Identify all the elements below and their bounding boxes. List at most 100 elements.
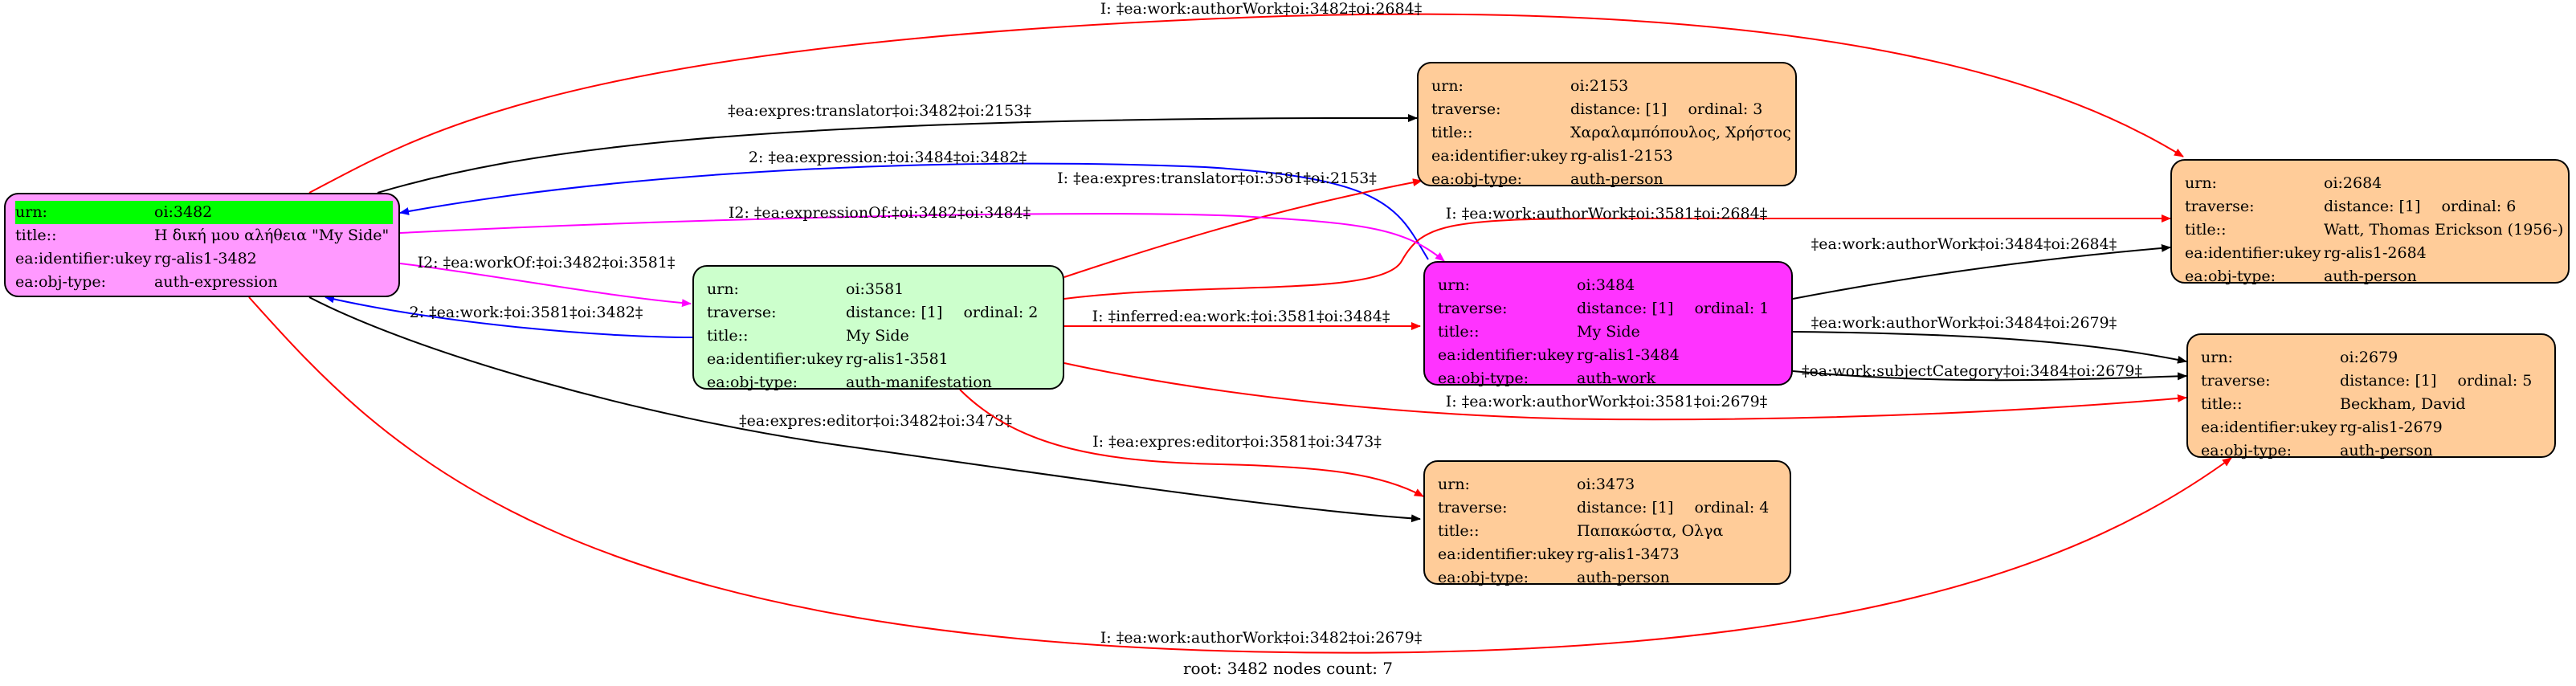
node-2153-title-row: title:: Χαραλαμπόπουλος, Χρήστος: [1431, 121, 1791, 145]
type-key: ea:obj-type:: [1438, 370, 1529, 387]
type-value: auth-person: [1577, 569, 1670, 586]
node-2679-ukey-row: ea:identifier:ukey rg-alis1-2679: [2201, 416, 2543, 439]
type-key: ea:obj-type:: [707, 374, 798, 391]
node-3482-title-row: title:: Η δική μου αλήθεια "My Side": [15, 224, 390, 247]
node-3581-title-row: title:: My Side: [707, 325, 1051, 348]
node-3484[interactable]: urn: oi:3484 traverse: distance: [1] ord…: [1423, 261, 1793, 387]
urn-key: urn:: [1438, 276, 1470, 294]
node-2679-traverse-row: traverse: distance: [1] ordinal: 5: [2201, 370, 2543, 393]
node-3473-ukey-row: ea:identifier:ukey rg-alis1-3473: [1438, 543, 1778, 566]
title-value: Η δική μου αλήθεια "My Side": [154, 227, 390, 244]
node-2684-traverse-row: traverse: distance: [1] ordinal: 6: [2185, 195, 2557, 218]
ukey-key: ea:identifier:ukey: [15, 250, 152, 267]
node-2684-title-row: title:: Watt, Thomas Erickson (1956-): [2185, 218, 2563, 242]
urn-key: urn:: [2185, 174, 2217, 192]
distance-value: distance: [1]: [1577, 300, 1674, 317]
node-3473-title-row: title:: Παπακώστα, Ολγα: [1438, 520, 1778, 543]
edge-3484-2679-author: [1792, 331, 2187, 364]
title-value: My Side: [846, 327, 909, 345]
ordinal-value: ordinal: 4: [1694, 499, 1770, 517]
title-key: title::: [1431, 124, 1473, 141]
edge-label-3484-2679-author: ‡ea:work:authorWork‡oi:3484‡oi:2679‡: [1811, 314, 2117, 332]
distance-value: distance: [1]: [2324, 198, 2421, 215]
title-value: Watt, Thomas Erickson (1956-): [2324, 221, 2564, 239]
title-key: title::: [15, 227, 57, 244]
ukey-key: ea:identifier:ukey: [1438, 346, 1574, 364]
node-2153-urn-row: urn: oi:2153: [1431, 75, 1784, 98]
distance-value: distance: [1]: [1577, 499, 1674, 517]
node-3484-ukey-row: ea:identifier:ukey rg-alis1-3484: [1438, 344, 1780, 367]
node-3484-title-row: title:: My Side: [1438, 321, 1780, 344]
traverse-key: traverse:: [1438, 300, 1508, 317]
edge-label-3581-2679: I: ‡ea:work:authorWork‡oi:3581‡oi:2679‡: [1446, 393, 1767, 410]
type-value: auth-person: [2324, 267, 2417, 285]
title-key: title::: [707, 327, 749, 345]
urn-key: urn:: [2201, 349, 2233, 366]
edge-label-3581-3484: I: ‡inferred:ea:work:‡oi:3581‡oi:3484‡: [1092, 308, 1390, 325]
title-key: title::: [1438, 522, 1480, 540]
type-value: auth-work: [1577, 370, 1656, 387]
ordinal-value: ordinal: 3: [1688, 100, 1763, 118]
title-key: title::: [1438, 323, 1480, 341]
graph-footer: root: 3482 nodes count: 7: [1182, 659, 1394, 678]
ukey-value: rg-alis1-2153: [1570, 147, 1673, 165]
traverse-key: traverse:: [1438, 499, 1508, 517]
node-3581-ukey-row: ea:identifier:ukey rg-alis1-3581: [707, 348, 1051, 371]
title-key: title::: [2185, 221, 2227, 239]
type-key: ea:obj-type:: [2185, 267, 2276, 285]
ukey-value: rg-alis1-3581: [846, 350, 949, 368]
title-value: Παπακώστα, Ολγα: [1577, 522, 1724, 540]
traverse-key: traverse:: [2185, 198, 2255, 215]
node-3581[interactable]: urn: oi:3581 traverse: distance: [1] ord…: [692, 265, 1064, 391]
node-2153[interactable]: urn: oi:2153 traverse: distance: [1] ord…: [1417, 62, 1797, 188]
urn-key: urn:: [1431, 77, 1464, 95]
edge-3581-3482: [325, 295, 693, 338]
type-value: auth-manifestation: [846, 374, 992, 391]
title-value: Beckham, David: [2340, 395, 2466, 413]
type-key: ea:obj-type:: [15, 273, 107, 291]
ukey-key: ea:identifier:ukey: [1438, 545, 1574, 563]
node-3482-ukey-row: ea:identifier:ukey rg-alis1-3482: [15, 247, 390, 271]
node-3484-urn-row: urn: oi:3484: [1438, 274, 1780, 297]
node-2684-ukey-row: ea:identifier:ukey rg-alis1-2684: [2185, 242, 2557, 265]
edge-label-3482-3484: I2: ‡ea:expressionOf:‡oi:3482‡oi:3484‡: [729, 204, 1031, 222]
edge-label-3484-2684: ‡ea:work:authorWork‡oi:3484‡oi:2684‡: [1811, 235, 2117, 253]
urn-value: oi:3581: [846, 280, 904, 298]
node-2679-type-row: ea:obj-type: auth-person: [2201, 439, 2543, 463]
node-3581-traverse-row: traverse: distance: [1] ordinal: 2: [707, 301, 1051, 325]
node-3581-urn-row: urn: oi:3581: [707, 278, 1051, 301]
node-3473-traverse-row: traverse: distance: [1] ordinal: 4: [1438, 496, 1778, 520]
type-value: auth-person: [2340, 442, 2433, 459]
urn-value: oi:2679: [2340, 349, 2398, 366]
edge-3484-3482: [399, 162, 1429, 260]
urn-value: oi:2684: [2324, 174, 2382, 192]
edge-label-3484-3482: 2: ‡ea:expression:‡oi:3484‡oi:3482‡: [749, 149, 1027, 166]
edge-3482-3581: [399, 263, 692, 308]
edge-label-3581-3473: I: ‡ea:expres:editor‡oi:3581‡oi:3473‡: [1092, 433, 1382, 451]
ukey-value: rg-alis1-2684: [2324, 244, 2427, 262]
edge-label-3482-2684: I: ‡ea:work:authorWork‡oi:3482‡oi:2684‡: [1100, 0, 1422, 18]
type-key: ea:obj-type:: [1431, 170, 1523, 188]
title-value: Χαραλαμπόπουλος, Χρήστος: [1570, 124, 1791, 141]
ukey-value: rg-alis1-3484: [1577, 346, 1680, 364]
urn-key: urn:: [707, 280, 739, 298]
urn-key: urn:: [1438, 476, 1470, 493]
urn-value: oi:3482: [154, 203, 213, 221]
edge-label-3482-3581: I2: ‡ea:workOf:‡oi:3482‡oi:3581‡: [418, 254, 676, 272]
edge-label-3482-2679: I: ‡ea:work:authorWork‡oi:3482‡oi:2679‡: [1100, 629, 1422, 647]
type-value: auth-expression: [154, 273, 278, 291]
edge-3484-2684: [1792, 243, 2171, 300]
edge-3482-3484: [399, 213, 1445, 262]
ukey-value: rg-alis1-2679: [2340, 419, 2443, 436]
node-3482-type-row: ea:obj-type: auth-expression: [15, 271, 390, 294]
node-3482[interactable]: urn: oi:3482 title:: Η δική μου αλήθεια …: [4, 193, 400, 297]
title-key: title::: [2201, 395, 2243, 413]
ukey-value: rg-alis1-3482: [154, 250, 257, 267]
node-2679[interactable]: urn: oi:2679 traverse: distance: [1] ord…: [2186, 333, 2556, 459]
node-3473[interactable]: urn: oi:3473 traverse: distance: [1] ord…: [1423, 460, 1791, 586]
node-3473-type-row: ea:obj-type: auth-person: [1438, 566, 1778, 590]
node-2684[interactable]: urn: oi:2684 traverse: distance: [1] ord…: [2170, 159, 2570, 285]
node-2679-urn-row: urn: oi:2679: [2201, 346, 2543, 370]
node-3484-traverse-row: traverse: distance: [1] ordinal: 1: [1438, 297, 1780, 321]
